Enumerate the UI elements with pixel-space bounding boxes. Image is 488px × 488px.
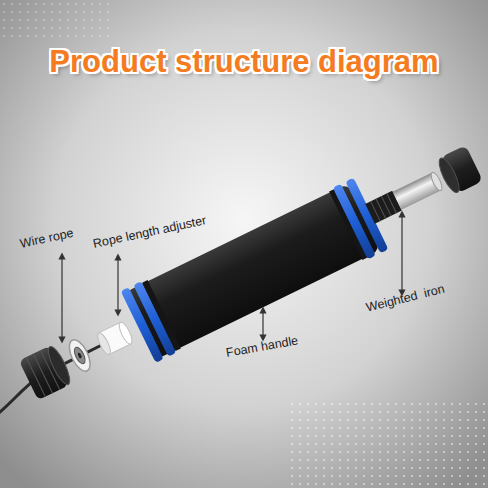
bearing (65, 337, 94, 375)
part-label: Wire rope (19, 226, 75, 251)
part-label: Weighted iron (365, 282, 446, 315)
label-slot: Wire rope (18, 223, 75, 252)
label-slot: Foam handle (224, 330, 299, 360)
part-label: Foam handle (225, 333, 299, 359)
handle-exploded-view (0, 127, 488, 437)
title-slot: Product structure diagram (0, 44, 488, 80)
label-slot: Weighted iron (364, 279, 446, 316)
part-label: Rope length adjuster (92, 213, 208, 251)
dot-pattern (0, 0, 110, 40)
leader-line (61, 256, 62, 340)
foam-handle (124, 183, 381, 359)
label-slot: Rope length adjuster (91, 210, 208, 252)
title: Product structure diagram (49, 44, 438, 79)
leader-line (262, 310, 263, 338)
leader-line (401, 214, 402, 293)
leader-line (117, 257, 118, 313)
dot-pattern (290, 400, 488, 488)
